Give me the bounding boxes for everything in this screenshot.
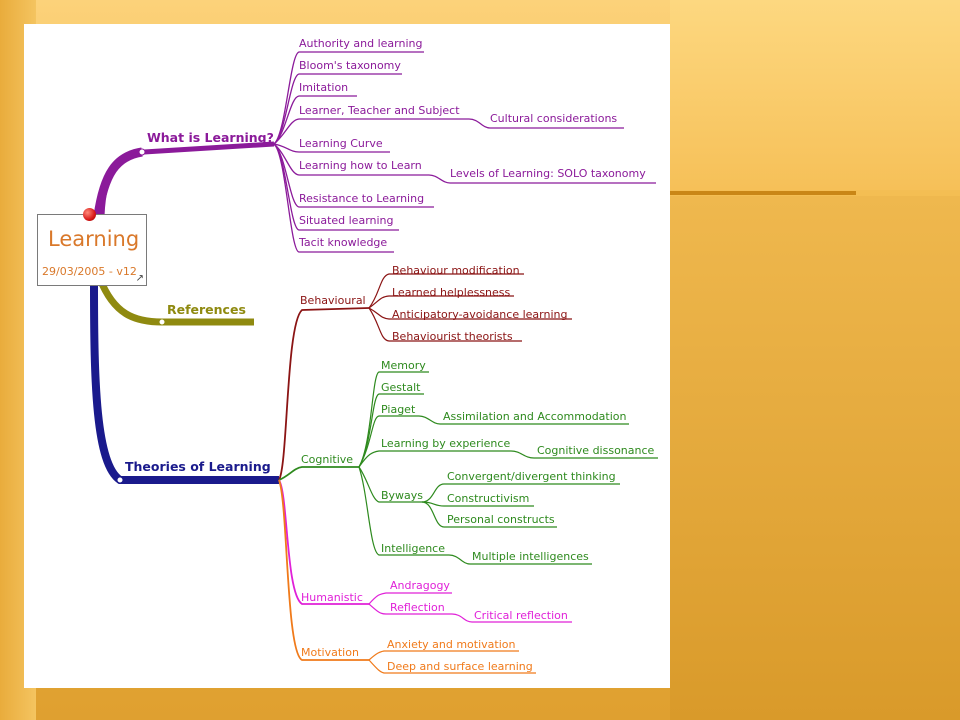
- link-arrow-icon: ↗: [135, 273, 144, 284]
- node-learning-by-experience[interactable]: Learning by experience: [381, 437, 511, 450]
- what-fan: [273, 51, 656, 253]
- node-behaviourist-theorists[interactable]: Behaviourist theorists: [392, 330, 513, 343]
- node-resistance-to-learning[interactable]: Resistance to Learning: [299, 192, 425, 205]
- node-tacit-knowledge[interactable]: Tacit knowledge: [299, 236, 388, 249]
- node-situated-learning[interactable]: Situated learning: [299, 214, 394, 227]
- node-imitation[interactable]: Imitation: [299, 81, 349, 94]
- node-blooms-taxonomy[interactable]: Bloom's taxonomy: [299, 59, 401, 72]
- node-multiple-intelligences[interactable]: Multiple intelligences: [472, 550, 589, 563]
- background-rule: [670, 191, 856, 195]
- node-solo-taxonomy[interactable]: Levels of Learning: SOLO taxonomy: [450, 167, 646, 180]
- node-learning-how-to-learn[interactable]: Learning how to Learn: [299, 159, 422, 172]
- node-intelligence[interactable]: Intelligence: [381, 542, 446, 555]
- node-gestalt[interactable]: Gestalt: [381, 381, 421, 394]
- branch-what-is-learning[interactable]: What is Learning?: [147, 130, 274, 145]
- root-title: Learning: [48, 227, 140, 251]
- root-version-date: 29/03/2005 - v12: [42, 265, 137, 278]
- node-byways[interactable]: Byways: [381, 489, 424, 502]
- node-reflection[interactable]: Reflection: [390, 601, 445, 614]
- node-cognitive[interactable]: Cognitive: [301, 453, 354, 466]
- node-deep-and-surface-learning[interactable]: Deep and surface learning: [387, 660, 533, 673]
- node-piaget[interactable]: Piaget: [381, 403, 416, 416]
- node-humanistic[interactable]: Humanistic: [301, 591, 363, 604]
- node-convergent-divergent[interactable]: Convergent/divergent thinking: [447, 470, 616, 483]
- branch-references[interactable]: References: [167, 302, 246, 317]
- node-anticipatory-avoidance[interactable]: Anticipatory-avoidance learning: [392, 308, 568, 321]
- node-anxiety-and-motivation[interactable]: Anxiety and motivation: [387, 638, 516, 651]
- node-constructivism[interactable]: Constructivism: [447, 492, 530, 505]
- node-critical-reflection[interactable]: Critical reflection: [474, 609, 568, 622]
- branch-theories-connector: [90, 283, 279, 484]
- node-behaviour-modification[interactable]: Behaviour modification: [392, 264, 520, 277]
- node-personal-constructs[interactable]: Personal constructs: [447, 513, 555, 526]
- mind-map-slide: Learning 29/03/2005 - v12 ↗ What is Lear…: [24, 24, 670, 688]
- background-band-top: [670, 0, 960, 190]
- mind-map-connectors: [90, 51, 658, 674]
- root-marker-dot: [83, 208, 96, 221]
- node-learning-curve[interactable]: Learning Curve: [299, 137, 383, 150]
- root-node[interactable]: Learning 29/03/2005 - v12 ↗: [37, 208, 147, 286]
- node-learner-teacher-subject[interactable]: Learner, Teacher and Subject: [299, 104, 460, 117]
- node-behavioural[interactable]: Behavioural: [300, 294, 366, 307]
- node-motivation[interactable]: Motivation: [301, 646, 359, 659]
- node-andragogy[interactable]: Andragogy: [390, 579, 450, 592]
- background-band-middle: [670, 196, 960, 720]
- node-cultural-considerations[interactable]: Cultural considerations: [490, 112, 618, 125]
- node-authority-and-learning[interactable]: Authority and learning: [299, 37, 423, 50]
- node-memory[interactable]: Memory: [381, 359, 426, 372]
- node-cognitive-dissonance[interactable]: Cognitive dissonance: [537, 444, 655, 457]
- node-assimilation-accommodation[interactable]: Assimilation and Accommodation: [443, 410, 627, 423]
- node-learned-helplessness[interactable]: Learned helplessness: [392, 286, 511, 299]
- branch-theories-of-learning[interactable]: Theories of Learning: [125, 459, 271, 474]
